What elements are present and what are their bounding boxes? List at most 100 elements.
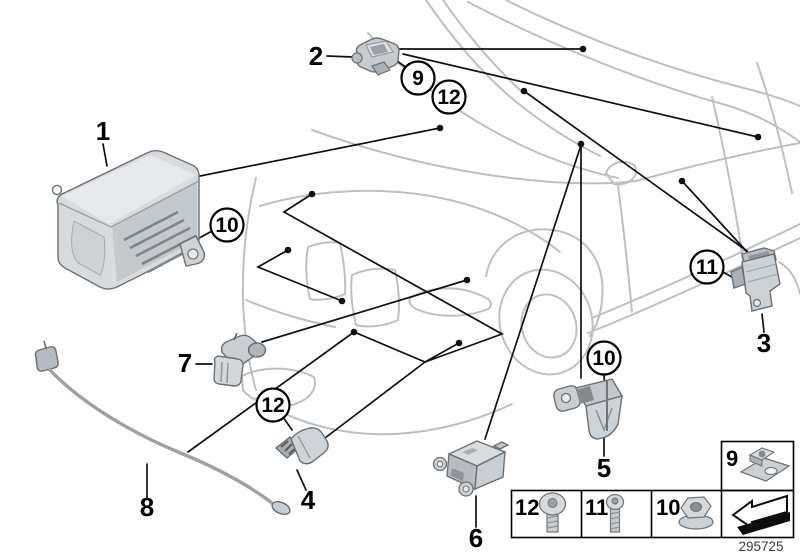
part-2-sensor[interactable] <box>351 37 400 76</box>
leader-label-4 <box>296 469 307 491</box>
car-front-rim <box>520 293 578 359</box>
part8-connector <box>34 346 59 372</box>
callout-circle-12-sensor-label[interactable]: 12 <box>261 394 284 417</box>
leader-part4-chain <box>282 193 505 363</box>
callout-circle-9-label[interactable]: 9 <box>412 67 424 90</box>
leader-part4-b <box>424 342 460 363</box>
part-6-module[interactable] <box>432 440 510 497</box>
part6-nub <box>492 441 510 450</box>
legend-cell-11[interactable]: 11 <box>585 493 625 533</box>
leader-part4-a <box>353 331 426 363</box>
part6-ear-bottom-hole <box>462 485 470 493</box>
callout-8-label[interactable]: 8 <box>140 492 154 522</box>
part1-front-panel <box>71 220 106 276</box>
legend-cell-12[interactable]: 12 <box>515 492 567 533</box>
car-kidney-grille-right <box>350 267 400 328</box>
location-dot <box>678 177 686 185</box>
location-dot <box>463 276 471 284</box>
part-5-sensor[interactable] <box>553 378 624 440</box>
part8-wire <box>47 367 274 505</box>
part7-cylinder <box>247 342 267 358</box>
part1-hook <box>51 184 63 196</box>
callout-circle-10-bracket-label[interactable]: 10 <box>592 347 615 370</box>
car-rear-quarter-line <box>756 62 793 194</box>
part1-top-face <box>62 155 196 224</box>
legend-box-9-label: 9 <box>726 446 738 471</box>
part6-ear-left-hole <box>436 460 444 468</box>
car-hood-rear-edge <box>311 129 637 185</box>
leader-part7 <box>261 279 468 343</box>
location-dot <box>284 246 292 254</box>
screw-11-icon <box>605 493 625 533</box>
callout-7-label[interactable]: 7 <box>178 348 192 378</box>
callout-circle-10-bracket[interactable] <box>586 340 622 376</box>
car-kidney-grille-left <box>305 241 347 301</box>
callout-circle-9[interactable] <box>400 60 436 96</box>
part7-slots <box>220 361 229 384</box>
part2-tab <box>351 52 363 64</box>
callout-circle-12-sensor[interactable] <box>255 387 291 423</box>
location-dot <box>436 124 444 132</box>
legend-cell-arrow[interactable] <box>731 494 790 535</box>
legend-row <box>510 489 795 539</box>
callout-3-label[interactable]: 3 <box>757 328 771 358</box>
legend-cell-10-label: 10 <box>656 495 680 520</box>
callout-6-label[interactable]: 6 <box>469 523 483 553</box>
legend-cell-12-label: 12 <box>515 495 539 520</box>
callout-1-label[interactable]: 1 <box>96 116 110 146</box>
car-roof-inner <box>505 0 800 107</box>
car-roof-outer <box>467 1 800 143</box>
part4-body <box>290 427 329 465</box>
location-dots <box>284 45 762 347</box>
car-front-fender-edge <box>241 177 257 391</box>
leader-part3-a <box>681 180 750 255</box>
callout-5-label[interactable]: 5 <box>597 453 611 483</box>
callout-circle-10-module-label[interactable]: 10 <box>215 214 238 237</box>
car-bumper-line <box>245 299 336 328</box>
car-front-lower-lip <box>255 397 513 436</box>
part-7-sensor[interactable] <box>213 332 267 387</box>
part-4-sensor[interactable] <box>274 427 329 465</box>
car-front-wheel-arch <box>485 228 604 337</box>
callout-circle-11-label[interactable]: 11 <box>696 256 719 279</box>
location-dot <box>579 45 587 53</box>
part1-lug-hole <box>187 248 199 260</box>
part6-right-face <box>474 450 506 491</box>
callout-2-label[interactable]: 2 <box>309 41 323 71</box>
legend-cell-10[interactable]: 10 <box>656 495 714 530</box>
callout-circle-11[interactable] <box>689 249 725 285</box>
callout-labels: 1 2 3 4 5 6 7 8 <box>96 41 771 553</box>
leader-part6 <box>484 144 582 440</box>
part8-connector-pin <box>43 340 47 349</box>
location-dot <box>350 328 358 336</box>
location-dot <box>338 297 346 305</box>
car-front-tire <box>498 268 594 376</box>
part3-hole <box>752 298 762 308</box>
part7-pin <box>233 332 238 341</box>
callout-circle-12-top-label[interactable]: 12 <box>437 86 460 109</box>
part6-label-plate <box>462 448 478 455</box>
location-dot <box>577 140 585 148</box>
callout-circle-12-top[interactable] <box>431 79 467 115</box>
leader-part4-c <box>324 361 426 439</box>
leader-label-1 <box>102 143 108 167</box>
leader-circle-12b <box>282 416 293 431</box>
part3-arm <box>730 265 746 289</box>
car-mirror <box>605 160 637 186</box>
car-a-pillar <box>425 0 601 157</box>
circled-callouts: 9 12 10 11 12 10 <box>209 60 725 423</box>
leader-label-2 <box>326 55 354 58</box>
car-hood-front-edge <box>259 189 561 253</box>
callout-4-label[interactable]: 4 <box>301 485 316 515</box>
callout-circle-10-module[interactable] <box>209 207 245 243</box>
location-dot <box>754 133 762 141</box>
part-8-cable[interactable] <box>34 340 291 517</box>
car-a-pillar-inner <box>442 0 523 93</box>
part2-connector <box>371 61 391 76</box>
part-3-sensor[interactable] <box>730 247 781 312</box>
location-dot <box>308 190 316 198</box>
leader-part3-b <box>523 90 748 252</box>
part-1-control-unit[interactable] <box>51 150 206 290</box>
legend-row-dividers <box>580 490 723 538</box>
